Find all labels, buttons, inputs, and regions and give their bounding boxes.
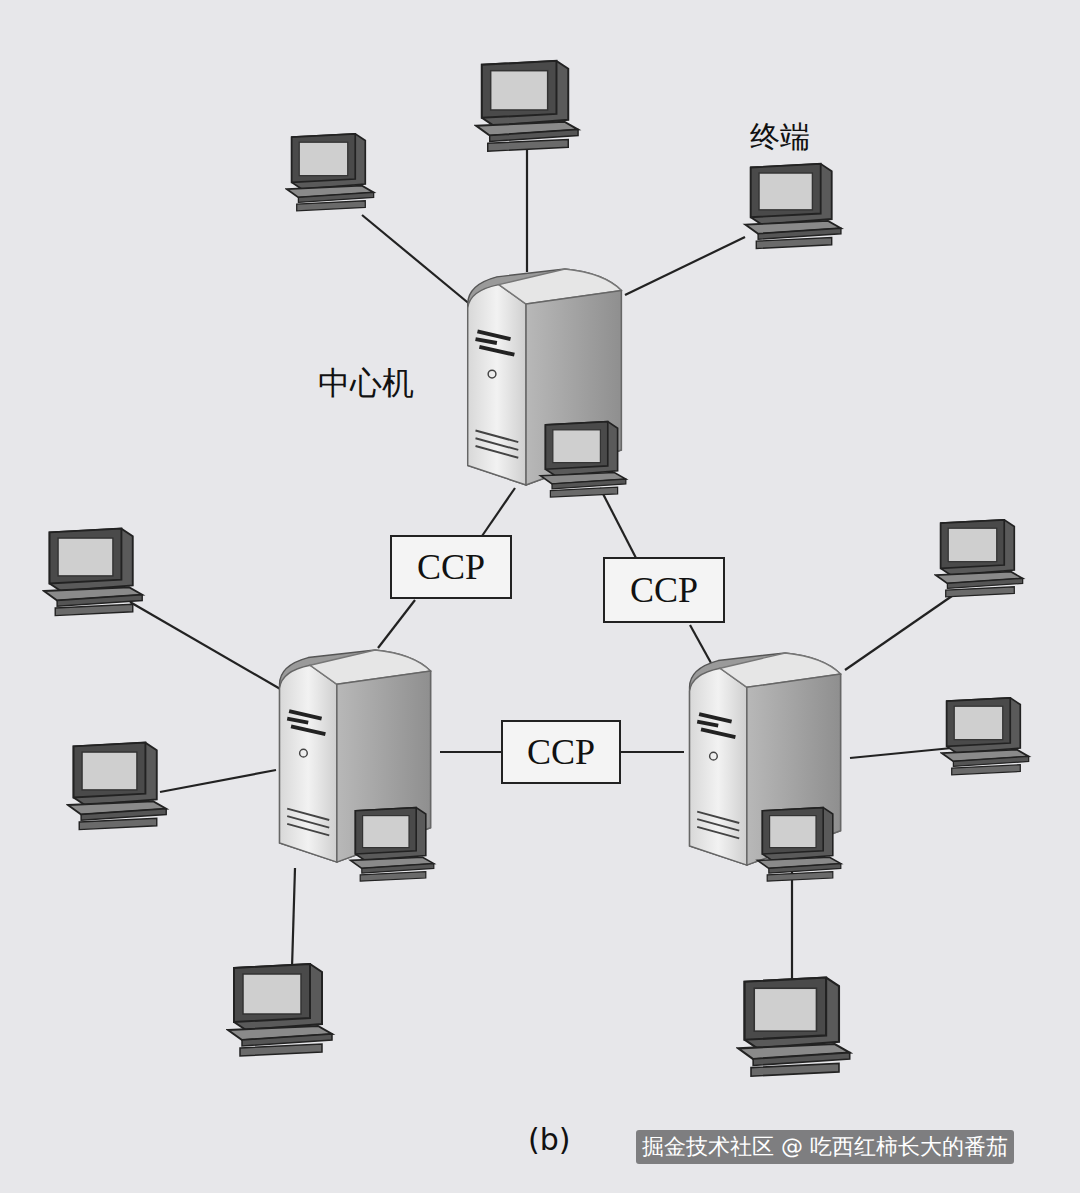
ccp-box: CCP	[603, 557, 725, 623]
ccp-box: CCP	[390, 535, 512, 599]
watermark: 掘金技术社区 @ 吃西红柿长大的番茄	[636, 1130, 1014, 1164]
center-host-label: 中心机	[318, 362, 414, 406]
ccp-box: CCP	[501, 720, 621, 784]
figure-tag: (b)	[528, 1122, 570, 1157]
node-text: CCP	[527, 731, 595, 773]
node-text: CCP	[630, 569, 698, 611]
terminal-label: 终端	[750, 117, 810, 158]
node-text: CCP	[417, 546, 485, 588]
